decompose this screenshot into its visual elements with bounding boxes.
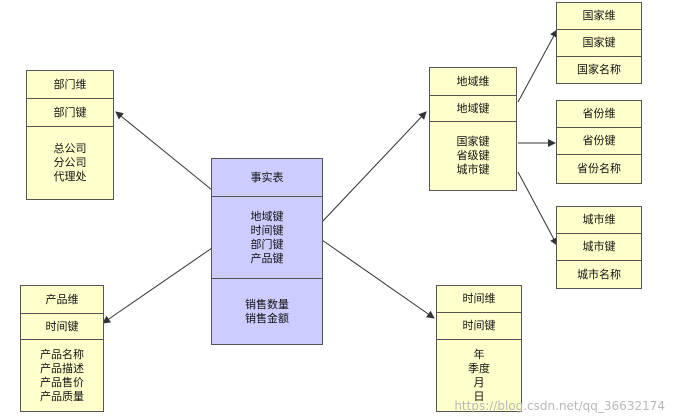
fact-table-measures: 销售数量 销售金额 xyxy=(212,279,322,344)
province-name: 省份名称 xyxy=(577,162,621,175)
fact-measure: 销售数量 xyxy=(245,297,289,311)
city-key: 城市键 xyxy=(557,234,641,261)
arrow-region-to-city xyxy=(517,171,558,246)
arrow-region-to-country xyxy=(517,29,558,103)
time-attr: 年 xyxy=(473,347,485,361)
country-key: 国家键 xyxy=(557,30,641,57)
product-attributes: 产品名称 产品描述 产品售价 产品质量 xyxy=(21,340,103,411)
fact-table-keys: 地域键 时间键 部门键 产品键 xyxy=(212,197,322,279)
region-attr: 国家键 xyxy=(456,135,490,148)
fact-measure: 销售金额 xyxy=(245,311,289,325)
province-title: 省份维 xyxy=(557,101,641,128)
time-attr: 日 xyxy=(473,389,485,403)
dept-key: 部门键 xyxy=(27,99,113,127)
region-dimension: 地域维 地域键 国家键 省级键 城市键 xyxy=(429,67,517,191)
arrow-fact-to-dept xyxy=(115,111,213,191)
region-attr: 城市键 xyxy=(456,163,490,176)
dept-dimension: 部门维 部门键 总公司 分公司 代理处 xyxy=(26,70,114,200)
fact-key: 部门键 xyxy=(250,237,284,251)
product-attr: 产品描述 xyxy=(40,361,84,375)
dept-attr: 分公司 xyxy=(53,156,87,169)
region-attr: 省级键 xyxy=(456,149,490,162)
product-key: 时间键 xyxy=(21,314,103,340)
city-title: 城市维 xyxy=(557,207,641,234)
time-attr: 季度 xyxy=(468,361,490,375)
region-key: 地域键 xyxy=(430,96,516,122)
country-title: 国家维 xyxy=(557,3,641,30)
product-dimension: 产品维 时间键 产品名称 产品描述 产品售价 产品质量 xyxy=(20,285,104,412)
product-attr: 产品质量 xyxy=(40,389,84,403)
time-dimension: 时间维 时间键 年 季度 月 日 xyxy=(436,285,522,412)
time-key: 时间键 xyxy=(437,313,521,340)
country-name: 国家名称 xyxy=(577,63,621,76)
city-dimension: 城市维 城市键 城市名称 xyxy=(556,206,642,289)
dept-attr: 总公司 xyxy=(53,142,87,155)
watermark: https://blog.csdn.net/qq_36632174 xyxy=(454,399,665,413)
province-dimension: 省份维 省份键 省份名称 xyxy=(556,100,642,184)
time-attr: 月 xyxy=(473,375,485,389)
region-attributes: 国家键 省级键 城市键 xyxy=(430,122,516,190)
fact-key: 时间键 xyxy=(250,223,284,237)
city-name: 城市名称 xyxy=(577,267,621,281)
fact-table-title: 事实表 xyxy=(212,159,322,197)
country-dimension: 国家维 国家键 国家名称 xyxy=(556,2,642,84)
time-attributes: 年 季度 月 日 xyxy=(437,340,521,411)
dept-attr: 代理处 xyxy=(53,170,87,183)
arrow-fact-to-region xyxy=(321,111,427,223)
product-title: 产品维 xyxy=(21,286,103,314)
arrow-fact-to-time xyxy=(321,239,435,319)
time-title: 时间维 xyxy=(437,286,521,313)
arrow-fact-to-product xyxy=(102,247,213,324)
product-attr: 产品售价 xyxy=(40,375,84,389)
fact-table: 事实表 地域键 时间键 部门键 产品键 销售数量 销售金额 xyxy=(211,158,323,345)
region-title: 地域维 xyxy=(430,68,516,96)
fact-key: 产品键 xyxy=(250,251,284,265)
dept-title: 部门维 xyxy=(27,71,113,99)
dept-attributes: 总公司 分公司 代理处 xyxy=(27,127,113,199)
fact-key: 地域键 xyxy=(250,209,284,223)
province-key: 省份键 xyxy=(557,128,641,155)
product-attr: 产品名称 xyxy=(40,347,84,361)
